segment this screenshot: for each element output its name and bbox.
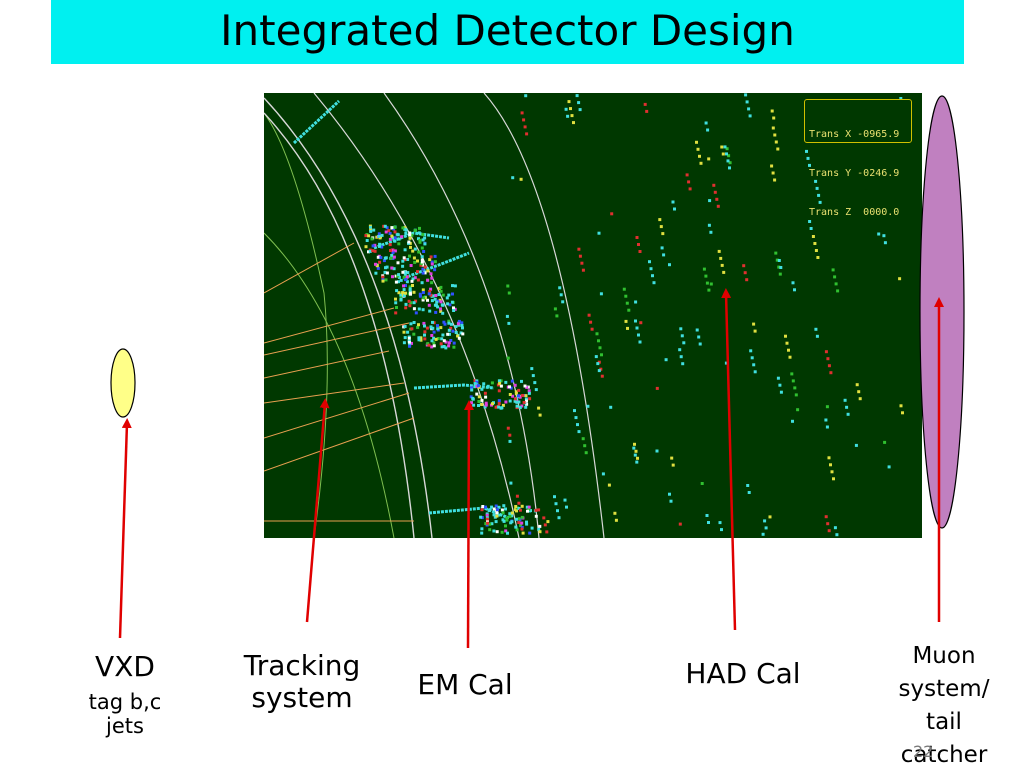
readout-line-z: Trans Z 0000.0 [809, 207, 900, 218]
vxd-arrow [118, 418, 132, 639]
tracking-label: Tracking system [243, 649, 361, 714]
title-bar: Integrated Detector Design [51, 0, 964, 64]
emcal-arrow [463, 400, 474, 649]
hadcal-label: HAD Cal [685, 657, 801, 690]
page-number: 22 [913, 742, 934, 761]
readout-line-y: Trans Y -0246.9 [809, 168, 900, 179]
tracking-arrow [305, 398, 330, 623]
readout-line-x: Trans X -0965.9 [809, 129, 900, 140]
hadcal-arrow [721, 288, 737, 631]
muon-ellipse [919, 95, 965, 529]
emcal-label: EM Cal [417, 668, 513, 701]
event-display: Trans X -0965.9 Trans Y -0246.9 Trans Z … [264, 93, 922, 538]
vxd-sublabel: tag b,c jets [88, 690, 162, 738]
vxd-label: VXD [95, 650, 155, 683]
event-display-graphics [264, 93, 906, 538]
coordinate-readout: Trans X -0965.9 Trans Y -0246.9 Trans Z … [804, 99, 912, 218]
muon-label: Muon system/ tail catcher [898, 643, 990, 768]
slide-title: Integrated Detector Design [220, 6, 795, 55]
vxd-ellipse [110, 348, 136, 418]
